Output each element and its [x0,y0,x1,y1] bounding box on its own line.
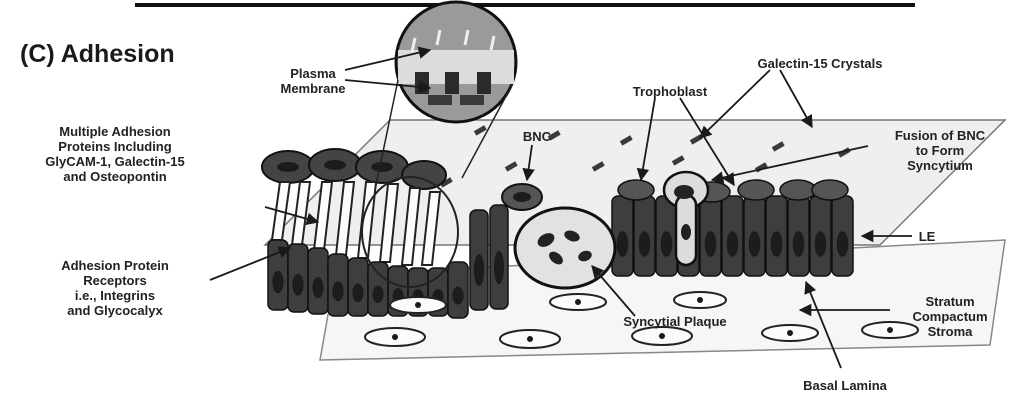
epithelial-nucleus [372,286,383,303]
label-basal-lamina: Basal Lamina [775,378,915,393]
trophoblast-cap [780,180,816,200]
label-le: LE [912,229,942,244]
label-plasma-membrane: Plasma Membrane [268,66,358,96]
label-trophoblast: Trophoblast [610,84,730,99]
epithelial-nucleus [272,271,283,293]
epithelial-nucleus [474,254,484,286]
label-bnc: BNC [512,129,562,144]
figure-title: (C) Adhesion [20,40,175,69]
label-fusion-bnc: Fusion of BNC to Form Syncytium [860,128,1020,173]
trophoblast-cap [738,180,774,200]
epithelial-nucleus [494,251,504,284]
epithelial-nucleus [661,231,673,257]
epithelial-nucleus [727,231,739,257]
epithelial-nucleus [793,231,805,257]
trophoblast-cap [812,180,848,200]
trophoblast-cap [618,180,654,200]
epithelial-nucleus [312,277,323,298]
epithelial-nucleus [771,231,783,257]
epithelial-nucleus [352,284,363,303]
epithelial-nucleus [749,231,761,257]
label-galectin-crystals: Galectin-15 Crystals [730,56,910,71]
epithelial-nucleus [639,231,651,257]
epithelial-nucleus [452,287,463,305]
epithelial-nucleus [705,231,717,257]
label-adhesion-receptors: Adhesion Protein Receptors i.e., Integri… [20,258,210,318]
plasma-membrane-inset [396,2,516,122]
epithelial-nucleus [617,231,629,257]
epithelial-nucleus [332,281,343,301]
epithelial-nucleus [815,231,827,257]
label-multiple-adhesion: Multiple Adhesion Proteins Including Gly… [0,124,230,184]
label-stratum: Stratum Compactum Stroma [890,294,1010,339]
label-syncytial-plaque: Syncytial Plaque [600,314,750,329]
epithelial-nucleus [837,231,849,257]
bnc-cell [502,184,542,210]
epithelial-nucleus [292,274,303,296]
